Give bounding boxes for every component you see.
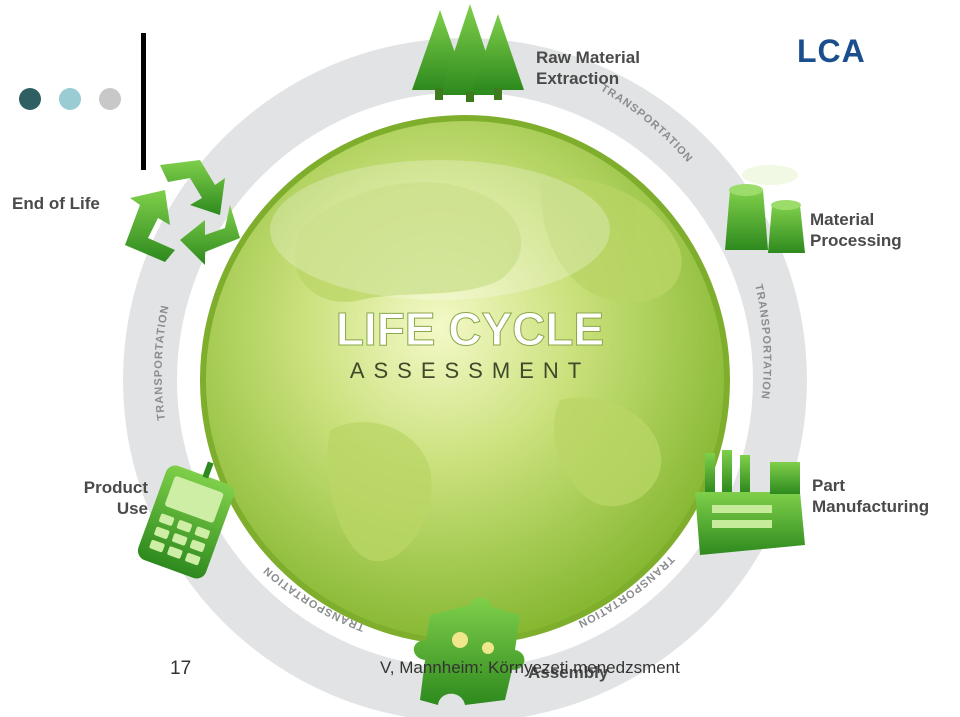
stage-product-use: Product Use <box>72 477 148 519</box>
stage-material-processing-line2: Processing <box>810 231 902 250</box>
stage-raw-material: Raw Material Extraction <box>536 47 640 89</box>
phone-icon <box>137 461 235 579</box>
page-number: 17 <box>170 658 192 679</box>
factory-tower-icon <box>725 165 805 253</box>
stage-product-use-line2: Use <box>116 499 148 518</box>
stage-material-processing-line1: Material <box>810 210 875 229</box>
stage-end-of-life: End of Life <box>12 193 100 214</box>
recycle-icon <box>125 160 240 265</box>
stage-assembly: Assembly <box>528 662 608 683</box>
title-divider-bar <box>141 33 146 170</box>
stage-raw-material-line1: Raw Material <box>536 48 640 67</box>
center-title: LIFE CYCLE <box>336 303 604 355</box>
center-subtitle: ASSESSMENT <box>350 358 590 383</box>
puzzle-icon <box>413 597 525 705</box>
stage-material-processing: Material Processing <box>810 209 902 251</box>
stage-assembly-line1: Assembly <box>528 663 609 682</box>
footer-text: V, Mannheim: Környezeti menedzsment <box>380 658 680 677</box>
dot-grey <box>99 88 121 110</box>
dot-light <box>59 88 81 110</box>
stage-part-manufacturing-line2: Manufacturing <box>812 497 930 516</box>
continents <box>294 178 682 562</box>
stage-product-use-line1: Product <box>83 478 148 497</box>
stage-end-of-life-line1: End of Life <box>12 194 100 213</box>
stage-part-manufacturing: Part Manufacturing <box>812 475 929 517</box>
stage-part-manufacturing-line1: Part <box>812 476 846 495</box>
dot-dark <box>19 88 41 110</box>
tree-icon <box>412 4 524 102</box>
slide-title: LCA <box>797 33 866 69</box>
globe-highlight <box>270 160 610 300</box>
stage-raw-material-line2: Extraction <box>536 69 620 88</box>
factory-icon <box>695 450 805 555</box>
